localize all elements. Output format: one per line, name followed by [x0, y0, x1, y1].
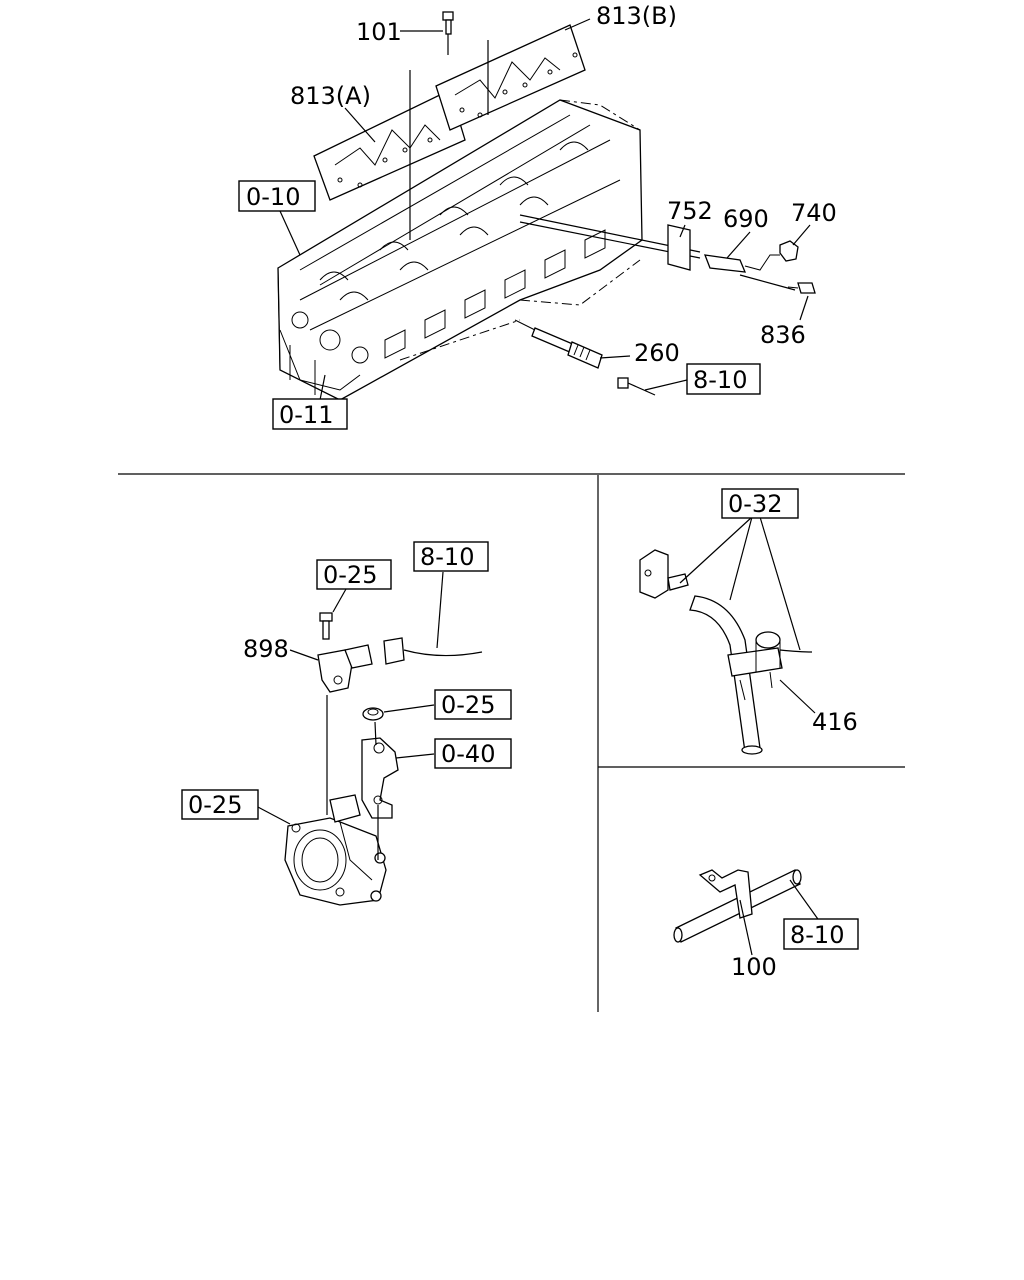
leader-lines-clip — [739, 879, 821, 956]
ref-box-0-11 — [272, 398, 348, 430]
label-836: 836 — [760, 321, 806, 349]
leader-lines-bottom-left — [255, 571, 444, 860]
nut-0-25 — [362, 707, 384, 721]
connector-8-10-top — [617, 377, 656, 396]
ref-box-0-25-a — [316, 559, 392, 590]
label-740: 740 — [791, 199, 837, 227]
thermostat-housing — [284, 794, 387, 906]
bolt-0-25 — [319, 612, 333, 640]
ref-box-8-10-top — [686, 363, 761, 395]
gasket-813b — [435, 24, 586, 131]
ref-label-8-10-top: 8-10 — [693, 366, 747, 394]
ref-label-0-25-b: 0-25 — [441, 691, 495, 719]
sensor-assembly-690 — [519, 214, 816, 294]
sensor-260 — [514, 319, 603, 369]
ref-label-0-11: 0-11 — [279, 401, 333, 429]
ref-box-0-25-c — [181, 789, 259, 820]
ref-box-0-32 — [721, 488, 799, 519]
ref-label-0-32: 0-32 — [728, 490, 782, 518]
label-813a: 813(A) — [290, 82, 371, 110]
gasket-813a — [313, 89, 466, 201]
cylinder-head-assembly — [277, 99, 643, 401]
label-416: 416 — [812, 708, 858, 736]
ref-label-8-10-right: 8-10 — [790, 921, 844, 949]
label-101: 101 — [356, 18, 402, 46]
ref-box-0-10 — [238, 180, 316, 212]
ref-box-8-10-mid — [413, 541, 489, 572]
label-100: 100 — [731, 953, 777, 981]
ref-label-0-40: 0-40 — [441, 740, 495, 768]
ref-label-0-10: 0-10 — [246, 183, 300, 211]
ref-label-0-25-a: 0-25 — [323, 561, 377, 589]
label-690: 690 — [723, 205, 769, 233]
ref-label-8-10-mid: 8-10 — [420, 543, 474, 571]
connector-8-10-mid — [383, 637, 483, 665]
harness-clip-100 — [673, 869, 802, 943]
sensor-898 — [317, 644, 373, 693]
label-260: 260 — [634, 339, 680, 367]
ref-label-0-25-c: 0-25 — [188, 791, 242, 819]
ref-box-8-10-right — [783, 918, 859, 950]
label-752: 752 — [667, 197, 713, 225]
ref-box-0-40 — [434, 738, 512, 769]
leader-lines-right — [679, 516, 816, 714]
bolt-101 — [442, 11, 454, 55]
bracket-0-40 — [361, 737, 399, 819]
leader-lines-top — [279, 18, 811, 401]
label-898: 898 — [243, 635, 289, 663]
ref-box-0-25-b — [434, 689, 512, 720]
label-813b: 813(B) — [596, 2, 677, 30]
pipe-assembly-416 — [639, 549, 813, 755]
